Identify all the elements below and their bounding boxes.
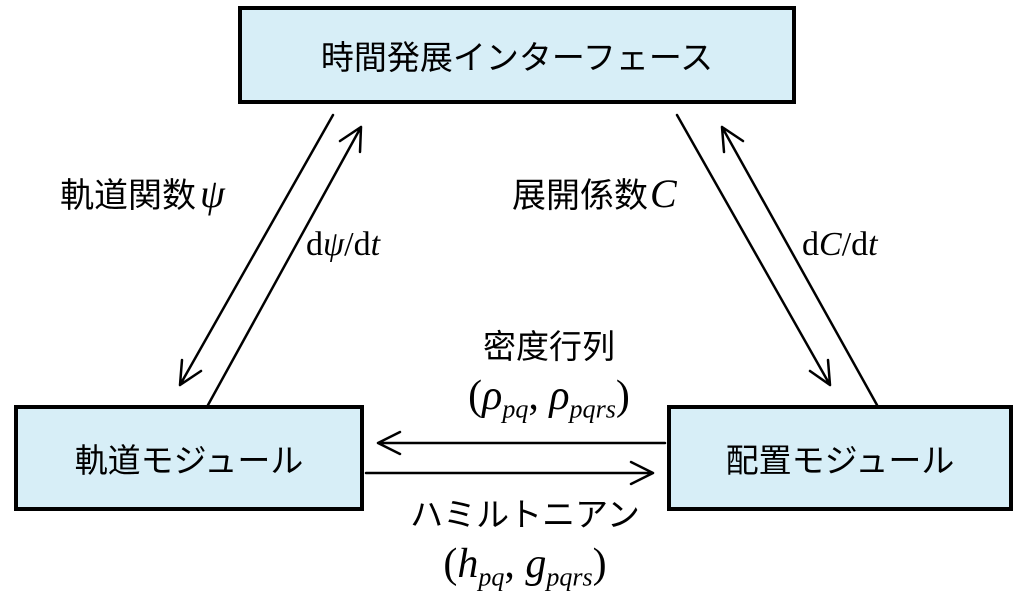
dc-dt-label: dC/dt (802, 226, 878, 264)
expansion-text: 展開係数 (512, 176, 648, 216)
rho-pqrs: ρ (549, 373, 570, 419)
arrow-orbital-to-interface (206, 125, 363, 407)
arrow-interface-to-config (675, 113, 832, 387)
time-evolution-interface-label: 時間発展インターフェース (320, 38, 714, 77)
orbital-module-box: 軌道モジュール (14, 405, 364, 511)
dpsi-dt-label: dψ/dt (306, 226, 380, 264)
dc-t: t (868, 226, 878, 263)
dc-d: d (802, 226, 819, 263)
psi-symbol: ψ (200, 171, 225, 216)
arrow-orbital-to-config (364, 460, 655, 486)
dpsi-d: d (306, 226, 323, 263)
dc-c: C (819, 226, 842, 263)
hamiltonian-comma: , (504, 541, 526, 587)
rho-pq: ρ (482, 373, 503, 419)
expansion-coefficient-label: 展開係数C (512, 168, 677, 217)
dpsi-psi: ψ (323, 226, 345, 263)
orbital-function-text: 軌道関数 (60, 176, 196, 216)
dpsi-slash: /d (344, 226, 371, 263)
density-matrix-label: 密度行列 (ρpq, ρpqrs) (424, 320, 674, 437)
configuration-module-label: 配置モジュール (725, 441, 955, 480)
h-pq: h (457, 541, 479, 587)
rho-pqrs-subscript: pqrs (569, 394, 616, 424)
dpsi-t: t (370, 226, 381, 263)
hamiltonian-formula: (hpq, gpqrs) (370, 536, 680, 605)
arrow-config-to-orbital (376, 430, 667, 456)
density-open-paren: ( (468, 373, 483, 419)
arrow-config-to-interface (720, 125, 879, 407)
hamiltonian-close-paren: ) (592, 541, 607, 587)
density-matrix-text: 密度行列 (483, 327, 615, 366)
configuration-module-box: 配置モジュール (667, 405, 1013, 511)
dc-slash: /d (841, 226, 869, 263)
density-comma: , (528, 373, 550, 419)
g-pqrs: g (525, 541, 547, 587)
density-matrix-formula: (ρpq, ρpqrs) (424, 368, 674, 437)
hamiltonian-label: ハミルトニアン (hpq, gpqrs) (370, 488, 680, 605)
h-pq-subscript: pq (478, 562, 505, 592)
arrow-interface-to-orbital (178, 113, 335, 387)
density-close-paren: ) (615, 373, 630, 419)
c-symbol: C (650, 171, 677, 216)
rho-pq-subscript: pq (502, 394, 529, 424)
g-pqrs-subscript: pqrs (546, 562, 593, 592)
hamiltonian-text: ハミルトニアン (410, 495, 640, 534)
orbital-module-label: 軌道モジュール (74, 441, 304, 480)
hamiltonian-open-paren: ( (443, 541, 458, 587)
time-evolution-interface-box: 時間発展インターフェース (238, 6, 796, 104)
